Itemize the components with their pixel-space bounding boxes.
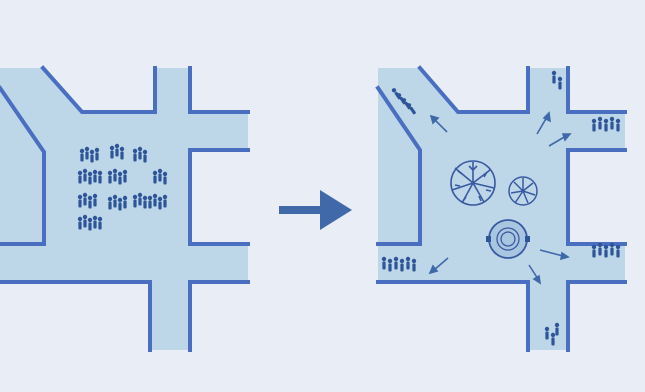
tree-large-icon	[450, 160, 496, 206]
dispersal-arrows	[428, 111, 572, 285]
panel-before	[0, 65, 250, 352]
fountain-icon	[486, 219, 530, 259]
curbs-after	[375, 65, 627, 352]
right-arrow-icon	[279, 190, 352, 230]
tree-small-icon	[508, 176, 538, 206]
road-before	[0, 68, 248, 350]
panel-after	[375, 65, 627, 352]
curbs-before	[0, 65, 250, 352]
